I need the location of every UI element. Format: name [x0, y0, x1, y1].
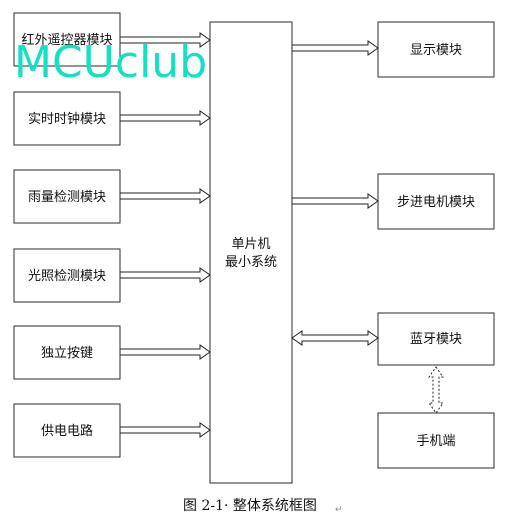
left-module-box — [13, 325, 121, 380]
left-module-rain: 雨量检测模块 — [13, 169, 121, 224]
left-module-box — [13, 403, 121, 458]
left-module-label: 红外遥控器模块 — [21, 32, 112, 48]
right-module-label: 蓝牙模块 — [410, 332, 462, 347]
arrow-rtc-to-mcu — [119, 110, 211, 126]
arrow-rain-to-mcu — [119, 188, 211, 204]
left-module-box — [13, 91, 121, 146]
left-module-label: 实时时钟模块 — [28, 111, 106, 127]
left-module-power: 供电电路 — [13, 403, 121, 458]
arrow-keys-to-mcu — [119, 344, 211, 360]
left-module-keys: 独立按键 — [13, 325, 121, 380]
arrow-mcu-bluetooth-bidirectional — [291, 330, 379, 346]
right-module-box — [377, 21, 495, 78]
mcu-label-line2: 最小系统 — [225, 255, 277, 270]
arrow-mcu-to-stepper — [291, 193, 379, 209]
arrow-light-to-mcu — [119, 267, 211, 283]
left-module-label: 供电电路 — [41, 423, 93, 439]
left-module-label: 独立按键 — [41, 346, 93, 361]
arrow-bluetooth-phone-dashed — [428, 366, 444, 414]
mcu-block: 单片机 最小系统 — [209, 21, 293, 484]
right-module-label: 步进电机模块 — [397, 195, 475, 210]
mcuclub-watermark: MCUclub — [14, 37, 207, 88]
left-module-label: 雨量检测模块 — [28, 190, 106, 205]
left-module-light: 光照检测模块 — [13, 248, 121, 303]
phone-label: 手机端 — [416, 434, 455, 449]
right-module-display: 显示模块 — [377, 21, 495, 78]
phone-terminal: 手机端 — [377, 412, 495, 469]
arrow-power-to-mcu — [119, 422, 211, 438]
right-module-box — [377, 173, 495, 230]
left-module-label: 光照检测模块 — [28, 269, 106, 284]
left-module-infrared: 红外遥控器模块 — [13, 12, 121, 67]
paragraph-mark: ↵ — [335, 505, 343, 515]
right-module-stepper: 步进电机模块 — [377, 173, 495, 230]
left-module-box — [13, 12, 121, 67]
right-module-label: 显示模块 — [410, 43, 462, 58]
right-module-bluetooth: 蓝牙模块 — [377, 312, 495, 366]
phone-box — [377, 412, 495, 469]
arrow-mcu-to-display — [291, 40, 379, 56]
arrow-infrared-to-mcu — [119, 32, 211, 48]
mcu-label-line1: 单片机 — [231, 237, 270, 252]
figure-caption: 图 2-1· 整体系统框图 — [183, 498, 317, 514]
mcu-box — [209, 21, 293, 484]
left-module-rtc: 实时时钟模块 — [13, 91, 121, 146]
right-module-box — [377, 312, 495, 366]
